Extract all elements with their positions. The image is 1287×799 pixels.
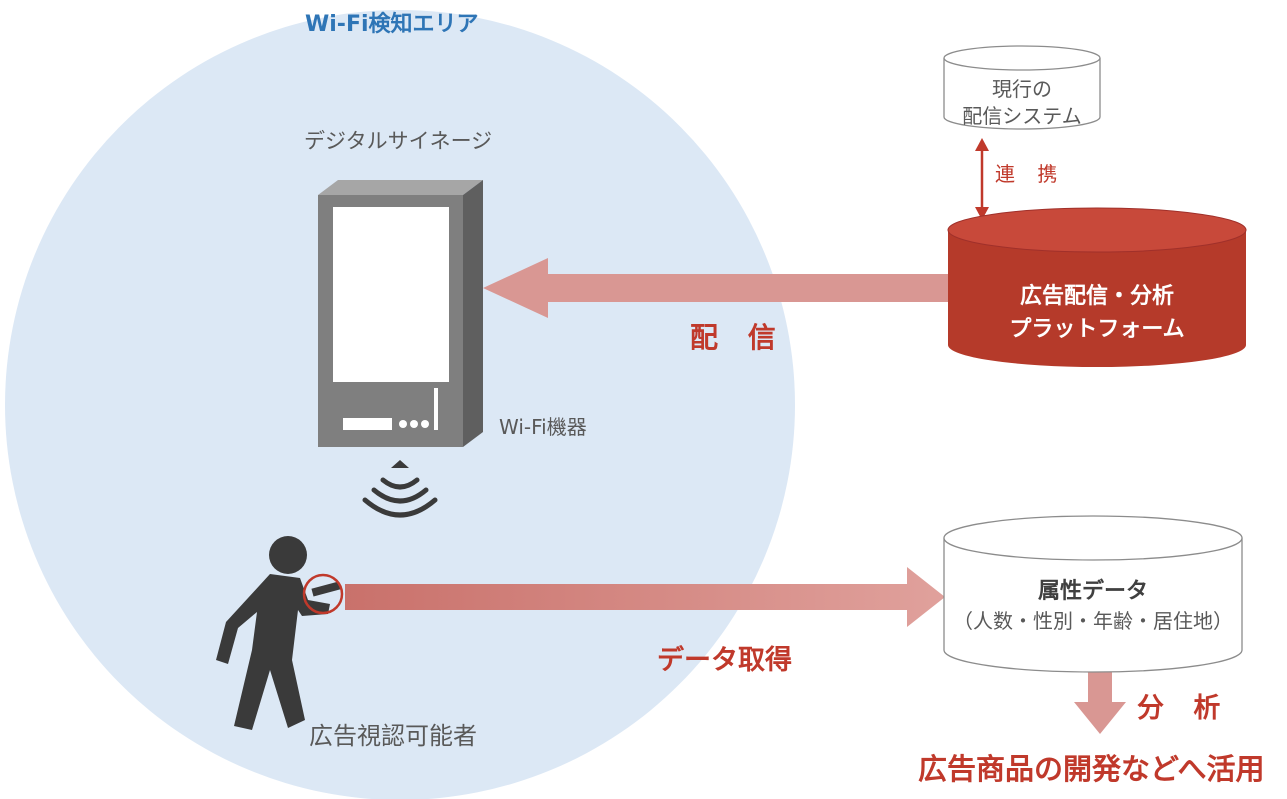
database-icon-current-system: [943, 45, 1101, 130]
wifi-device-label: Wi-Fi機器: [499, 415, 587, 439]
link-double-arrow: [975, 138, 989, 220]
link-label: 連 携: [995, 162, 1066, 186]
wifi-signal-icon: [362, 460, 438, 518]
database-icon-platform: [947, 207, 1247, 367]
wifi-area-title: Wi-Fi検知エリア: [305, 12, 479, 37]
signage-label: デジタルサイネージ: [304, 129, 493, 153]
deliver-label: 配 信: [690, 321, 786, 354]
attribute-data-subtitle: （人数・性別・年齢・居住地）: [953, 609, 1233, 633]
data-acquire-label: データ取得: [657, 645, 792, 676]
attribute-data-title: 属性データ: [1037, 579, 1148, 604]
analysis-arrow: [1074, 663, 1126, 734]
platform-line1: 広告配信・分析: [1019, 284, 1174, 309]
current-system-line1: 現行の: [992, 77, 1052, 101]
deliver-arrow: [483, 258, 948, 318]
data-acquire-arrow: [345, 567, 945, 627]
platform-text: 広告配信・分析 プラットフォーム: [948, 280, 1246, 346]
analysis-label: 分 析: [1137, 693, 1231, 724]
database-icon-attribute-data: [943, 515, 1243, 673]
digital-signage-icon: [318, 180, 483, 447]
current-system-text: 現行の 配信システム: [944, 76, 1100, 130]
platform-line2: プラットフォーム: [1009, 317, 1185, 342]
ad-viewer-label: 広告視認可能者: [309, 722, 477, 750]
current-system-line2: 配信システム: [962, 104, 1082, 128]
person-with-phone-icon: [216, 536, 344, 730]
utilization-label: 広告商品の開発などへ活用: [918, 752, 1265, 786]
